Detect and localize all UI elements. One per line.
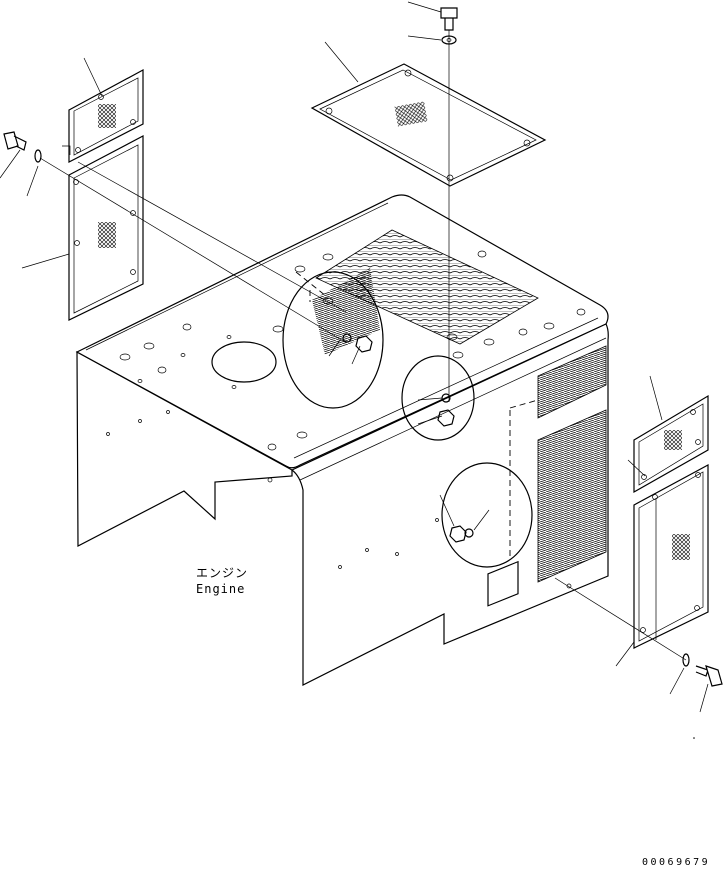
right-upper-cover (633, 394, 709, 494)
grille-front-slats (312, 268, 380, 355)
top-louver-grille (315, 229, 539, 345)
left-bolt-assembly (3, 131, 42, 163)
detail-circle-nut-side (441, 462, 533, 568)
left-lower-cover (68, 135, 144, 321)
left-upper-cover (68, 68, 144, 163)
top-large-opening (211, 341, 277, 383)
nut-icon (355, 335, 373, 353)
bolt-head-icon (705, 665, 723, 687)
top-cover-panel (310, 63, 547, 187)
detail-circle-nut-center (401, 355, 475, 441)
washer-icon (34, 149, 42, 163)
engine-hood (75, 194, 609, 686)
nameplate-frame (487, 560, 519, 607)
detail-circle-bolt-top (282, 271, 384, 409)
nut-icon (449, 525, 467, 543)
leader-lines (0, 1, 709, 739)
engine-label-english: Engine (196, 582, 246, 596)
washer-icon (464, 528, 474, 538)
engine-label-japanese: エンジン (196, 566, 249, 580)
bolt-head-icon (440, 7, 458, 19)
nut-icon (437, 409, 455, 427)
drawing-number: 00069679 (642, 857, 711, 868)
right-upper-louver (537, 345, 607, 419)
right-lower-cover (633, 463, 709, 649)
hood-right-side-panel (290, 323, 609, 686)
hood-left-side-panel (76, 350, 293, 547)
right-lower-louver (537, 409, 607, 583)
washer-icon (682, 653, 690, 667)
right-bolt-assembly (682, 653, 723, 687)
washer-icon (342, 333, 352, 343)
